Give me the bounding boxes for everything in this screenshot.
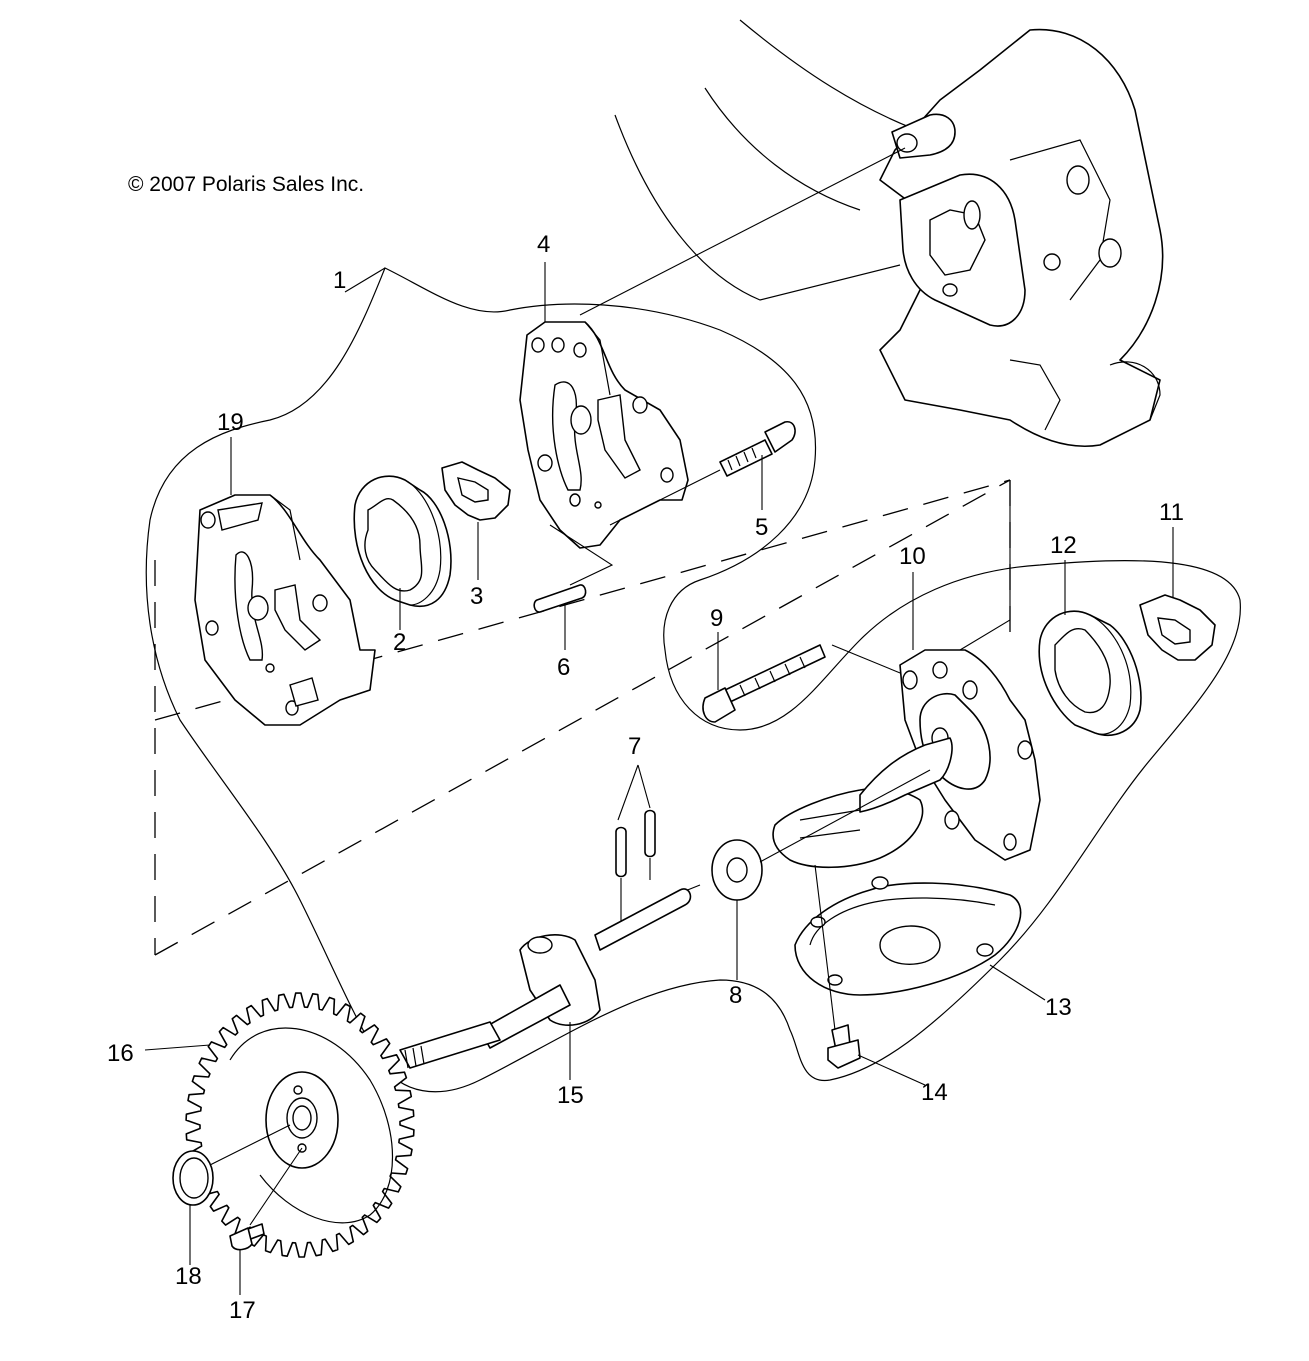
callout-18: 18 (175, 1263, 202, 1290)
callout-14: 14 (921, 1079, 948, 1106)
part-4-pump-plate (519, 321, 689, 549)
part-18-washer (172, 1150, 214, 1206)
part-10-pump-body (899, 480, 1041, 861)
callout-2: 2 (393, 629, 406, 656)
callout-4: 4 (537, 231, 550, 258)
part-13-oil-strainer (772, 737, 1022, 1031)
part-6-dowel-pin (533, 524, 614, 613)
part-5-bolt (609, 421, 796, 526)
callout-9: 9 (710, 605, 723, 632)
engine-crankcase (614, 19, 1164, 448)
callout-11: 11 (1159, 499, 1184, 526)
copyright-text: © 2007 Polaris Sales Inc. (128, 173, 364, 196)
callout-7: 7 (628, 733, 641, 760)
callout-12: 12 (1050, 532, 1077, 559)
part-15-pump-shaft (399, 888, 692, 1069)
part-9-long-bolt (702, 644, 906, 723)
callout-13: 13 (1045, 994, 1072, 1021)
callout-labels: 1 2 3 4 5 6 7 8 9 10 11 12 13 14 15 16 1… (107, 231, 1184, 1324)
part-3-inner-rotor (441, 461, 511, 521)
part-2-outer-rotor (353, 475, 452, 607)
callout-10: 10 (899, 543, 926, 570)
part-16-drive-gear (185, 992, 415, 1258)
callout-1: 1 (333, 267, 346, 294)
callout-leaders (144, 262, 1174, 1295)
callout-8: 8 (729, 982, 742, 1009)
callout-15: 15 (557, 1082, 584, 1109)
assembly-outline (145, 267, 1241, 1093)
part-8-washer (679, 769, 931, 901)
part-7-pins (615, 764, 656, 925)
callout-6: 6 (557, 654, 570, 681)
part-12-outer-rotor (1038, 610, 1142, 737)
callout-16: 16 (107, 1040, 134, 1067)
part-19-pump-plate (194, 494, 376, 726)
part-14-screw (827, 1024, 861, 1069)
callout-5: 5 (755, 514, 768, 541)
part-11-inner-rotor (1139, 594, 1216, 661)
callout-3: 3 (470, 583, 483, 610)
part-17-bolt (229, 1223, 265, 1251)
callout-19: 19 (217, 409, 244, 436)
callout-17: 17 (229, 1297, 256, 1324)
alignment-line-case (579, 147, 906, 316)
